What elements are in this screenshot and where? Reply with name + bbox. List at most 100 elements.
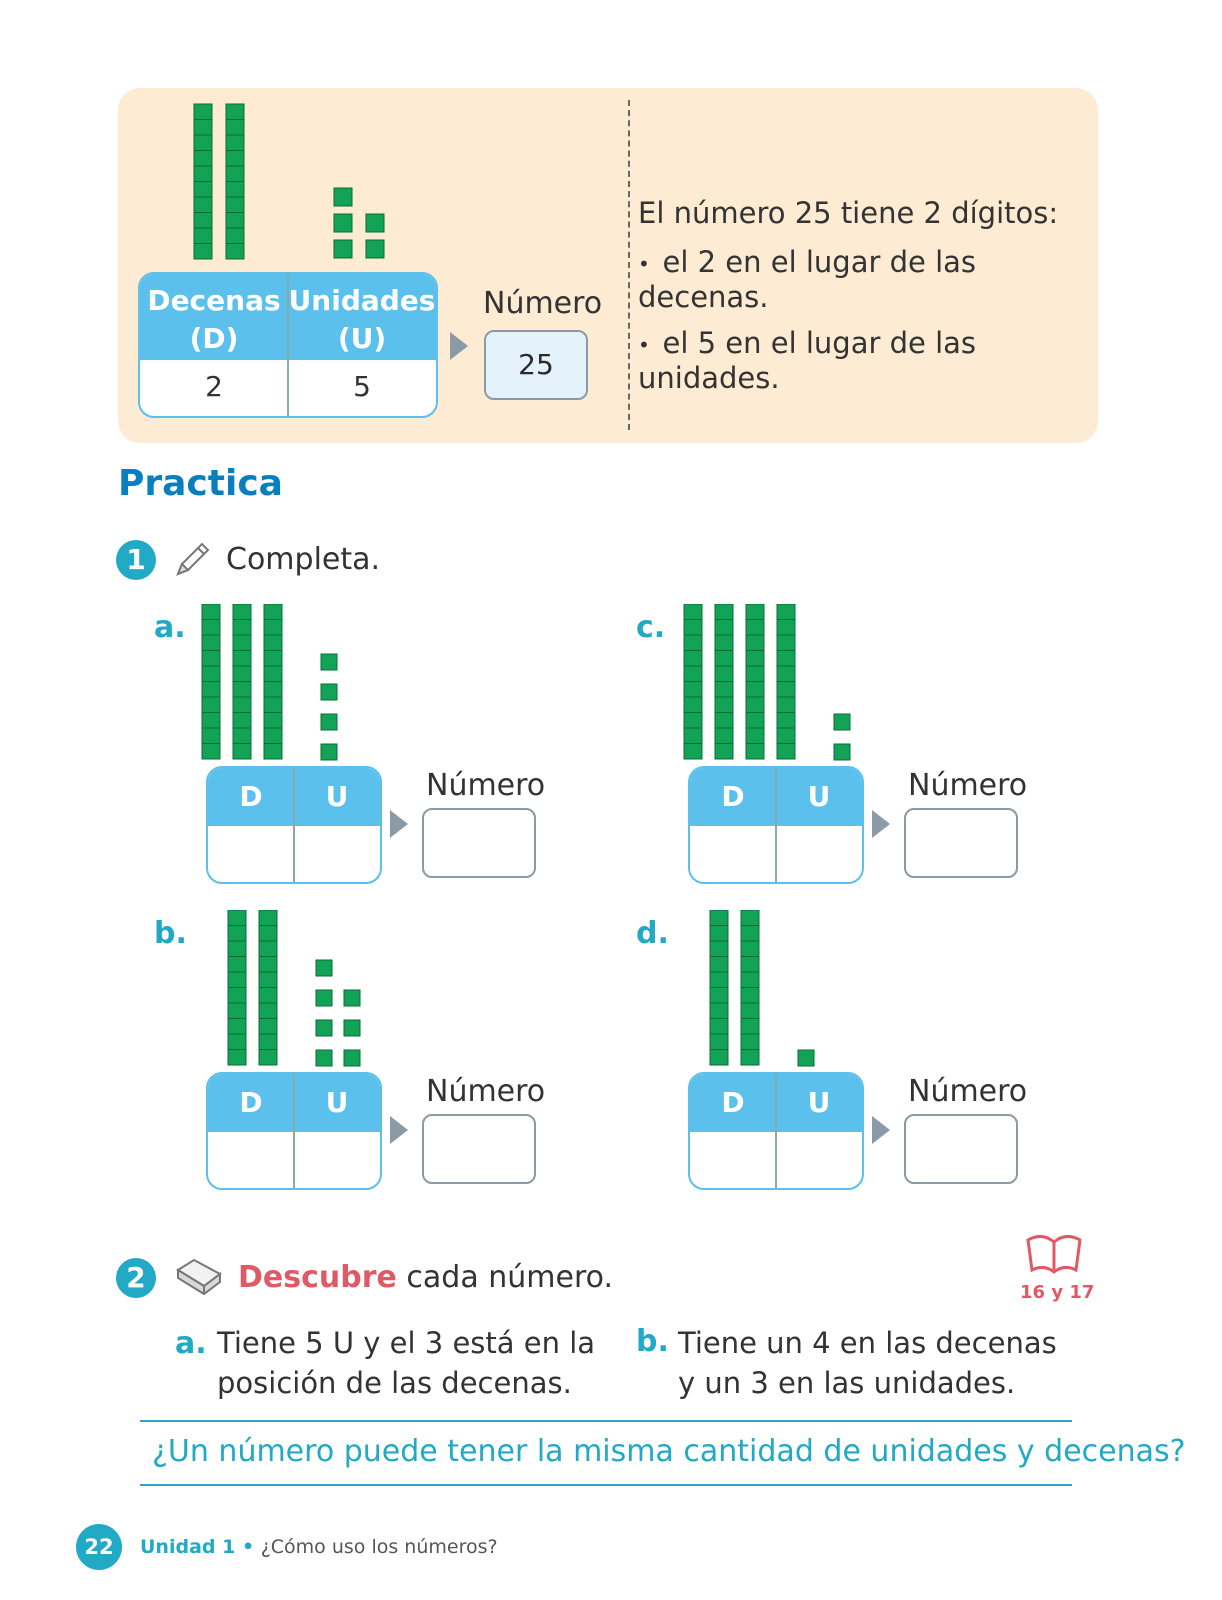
header-u: U <box>325 1086 349 1119</box>
base-ten-blocks <box>118 88 438 278</box>
number-box: 25 <box>484 330 588 400</box>
unit-cube <box>315 959 333 977</box>
column-divider <box>293 768 295 882</box>
unit-cube <box>320 713 338 731</box>
arrow-icon <box>872 810 890 838</box>
exercise-letter: d. <box>636 916 669 951</box>
unit-cube <box>343 1049 361 1067</box>
ten-rod <box>201 604 221 760</box>
book-reference: 16 y 17 <box>1020 1282 1095 1303</box>
arrow-icon <box>872 1116 890 1144</box>
unit-cube <box>320 653 338 671</box>
unit-cube <box>365 239 385 259</box>
answer-cell-tens[interactable] <box>208 1132 292 1188</box>
header-u: U <box>807 1086 831 1119</box>
unit-cube <box>333 187 353 207</box>
unit-cube <box>315 1019 333 1037</box>
unit-cube <box>320 743 338 761</box>
base-ten-blocks <box>709 910 815 1067</box>
step-badge: 1 <box>116 540 156 580</box>
answer-cell-tens[interactable] <box>690 826 774 882</box>
units-value: 5 <box>353 370 371 403</box>
answer-cell-units[interactable] <box>296 1132 380 1188</box>
ten-rod <box>225 103 245 260</box>
answer-cell-units[interactable] <box>778 1132 862 1188</box>
arrow-icon <box>390 810 408 838</box>
number-answer-box[interactable] <box>904 808 1018 878</box>
header-u: U <box>807 780 831 813</box>
ten-rod <box>776 604 796 760</box>
answer-cell-tens[interactable] <box>690 1132 774 1188</box>
column-divider <box>293 1074 295 1188</box>
number-label: Número <box>426 1074 546 1109</box>
header-d: D <box>721 1086 745 1119</box>
unit-cube <box>333 213 353 233</box>
tens-value: 2 <box>205 370 223 403</box>
explanation-title: El número 25 tiene 2 dígitos: <box>638 196 1059 230</box>
bullet-item: • el 5 en el lugar de las unidades. <box>638 326 977 396</box>
number-label: Número <box>426 768 546 803</box>
answer-cell-tens[interactable] <box>208 826 292 882</box>
ten-rod <box>683 604 703 760</box>
header-d: D <box>721 780 745 813</box>
ten-rod <box>745 604 765 760</box>
book-icon <box>1024 1230 1084 1282</box>
column-divider <box>775 768 777 882</box>
ten-rod <box>227 910 247 1066</box>
column-divider <box>775 1074 777 1188</box>
number-answer-box[interactable] <box>904 1114 1018 1184</box>
footer-text: Unidad 1 • ¿Cómo uso los números? <box>140 1536 498 1558</box>
unit-cube <box>365 213 385 233</box>
step2-instruction: Descubre cada número. <box>238 1260 613 1295</box>
ten-rod <box>263 604 283 760</box>
number-value: 25 <box>518 348 554 381</box>
answer-cell-units[interactable] <box>778 826 862 882</box>
intro-box: Decenas (D) Unidades (U) 2 5 Número 25 E… <box>118 88 1098 443</box>
header-units: Unidades (U) <box>288 284 436 355</box>
exercise-letter: c. <box>636 610 666 645</box>
header-tens: Decenas (D) <box>147 284 281 355</box>
ten-rod <box>740 910 760 1066</box>
unit-cube <box>315 989 333 1007</box>
unit-subtitle: ¿Cómo uso los números? <box>260 1536 498 1558</box>
explanation: El número 25 tiene 2 dígitos: • el 2 en … <box>638 196 1088 396</box>
header-d: D <box>239 1086 263 1119</box>
unit-cube <box>343 989 361 1007</box>
base-ten-blocks <box>201 604 338 761</box>
unit-cube <box>797 1049 815 1067</box>
step1-instruction: Completa. <box>226 542 381 577</box>
ten-rod <box>258 910 278 1066</box>
unit-cube <box>315 1049 333 1067</box>
ten-rod <box>714 604 734 760</box>
unit-cube <box>343 1019 361 1037</box>
header-u: U <box>325 780 349 813</box>
exercise-letter: a. <box>154 610 186 645</box>
answer-cell-units[interactable] <box>296 826 380 882</box>
number-answer-box[interactable] <box>422 1114 536 1184</box>
base-ten-blocks <box>683 604 851 761</box>
bullet-item: • el 2 en el lugar de las decenas. <box>638 244 977 314</box>
question-band: ¿Un número puede tener la misma cantidad… <box>140 1420 1186 1486</box>
unit-cube <box>833 743 851 761</box>
exercise-letter: b. <box>154 916 187 951</box>
unit-label: Unidad 1 <box>140 1536 236 1558</box>
eraser-icon <box>172 1256 224 1300</box>
intro-blocks-drawing <box>193 103 385 260</box>
base-ten-blocks <box>227 910 361 1067</box>
number-label: Número <box>908 1074 1028 1109</box>
number-label: Número <box>908 768 1028 803</box>
number-answer-box[interactable] <box>422 808 536 878</box>
arrow-icon <box>450 332 468 360</box>
number-label: Número <box>483 286 603 321</box>
unit-cube <box>833 713 851 731</box>
step-badge: 2 <box>116 1258 156 1298</box>
pencil-icon <box>172 540 212 584</box>
header-d: D <box>239 780 263 813</box>
page-number: 22 <box>76 1524 122 1570</box>
